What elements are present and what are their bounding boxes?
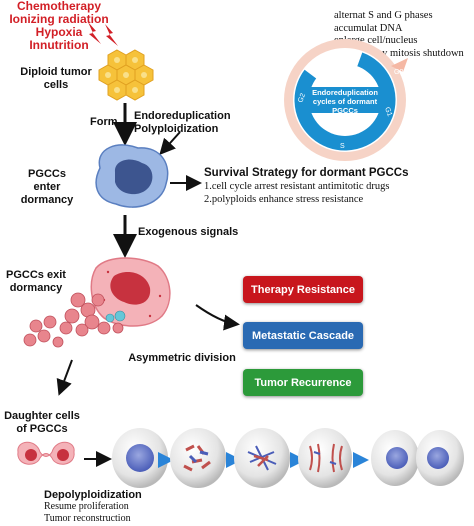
depoly-title: Depolyploidization: [44, 489, 142, 501]
depolyploidization-block: Depolyploidization Resume proliferation …: [44, 489, 204, 525]
pgcc-dormancy-label: PGCCs enter dormancy: [20, 168, 74, 206]
tumor-recurrence-box: Tumor Recurrence: [243, 369, 363, 396]
daughter-dividing-cells: [17, 441, 75, 465]
mitosis-stage-4: [298, 428, 352, 488]
budding-daughter-cells: [23, 292, 124, 348]
phase-s: S: [340, 143, 345, 150]
pgcc-exit-label: PGCCs exit dormancy: [6, 269, 66, 294]
stressor-chemotherapy: Chemotherapy: [16, 0, 102, 13]
asymmetric-label: Asymmetric division: [128, 352, 236, 364]
endo-arrow: [159, 131, 181, 155]
honeycomb-diploid-cells: [98, 49, 154, 101]
survival-title: Survival Strategy for dormant PGCCs: [204, 167, 409, 179]
dormant-pgcc-cell: [95, 144, 169, 208]
mitosis-stage-2: [170, 428, 226, 488]
form-label: Form: [90, 116, 118, 128]
stressor-radiation: Ionizing radiation: [9, 12, 109, 26]
cycle-notes: alternat S and G phases accumulat DNA en…: [334, 10, 474, 60]
exit-pgcc-cell: [90, 257, 171, 327]
mitosis-stage-5: [371, 430, 464, 486]
survival-item-1: 1.cell cycle arrest resistant antimitoti…: [204, 181, 390, 192]
depoly-line-1: Resume proliferation: [44, 501, 129, 512]
stressor-innutrition: Innutrition: [29, 38, 89, 52]
daughter-label: Daughter cells of PGCCs: [4, 410, 80, 435]
therapy-resistance-box: Therapy Resistance: [243, 276, 363, 303]
cycle-note-1: alternat S and G phases: [334, 10, 433, 21]
phase-g1: G1: [383, 106, 393, 117]
exogenous-label: Exogenous signals: [138, 226, 239, 238]
metastatic-cascade-box: Metastatic Cascade: [243, 322, 363, 349]
cycle-phase-labels: G0 G1 S G2: [297, 69, 403, 150]
survival-strategy: Survival Strategy for dormant PGCCs 1.ce…: [204, 166, 474, 206]
mitosis-stage-1: [112, 428, 168, 488]
mitosis-stage-3: [234, 428, 290, 488]
spindle-cells: [105, 310, 126, 323]
outcome-arrow: [195, 304, 240, 331]
cycle-note-2: accumulat DNA: [334, 22, 403, 34]
survival-item-2: 2.polyploids enhance stress resistance: [204, 194, 364, 205]
daughter-arrow: [56, 359, 73, 396]
lightning-icon: [88, 22, 118, 46]
diploid-label: Diploid tumor cells: [20, 66, 92, 91]
honeycomb-nuclei: [105, 57, 147, 93]
stressor-list: Chemotherapy Ionizing radiation Hypoxia …: [0, 0, 118, 52]
cycle-note-4: polyploid by mitosis shutdown: [334, 47, 464, 59]
cell-cycle-diagram: [284, 39, 408, 161]
phase-g2: G2: [297, 92, 307, 103]
phase-g0: G0: [394, 69, 403, 76]
depoly-line-2: Tumor reconstruction: [44, 513, 131, 524]
cycle-note-3: enlarge cell/nucleus: [334, 35, 418, 46]
endo-label: Endoreduplication Polyploidization: [134, 110, 231, 135]
cycle-center-label: Endoreduplication cycles of dormant PGCC…: [312, 88, 378, 115]
stressor-hypoxia: Hypoxia: [35, 25, 83, 39]
